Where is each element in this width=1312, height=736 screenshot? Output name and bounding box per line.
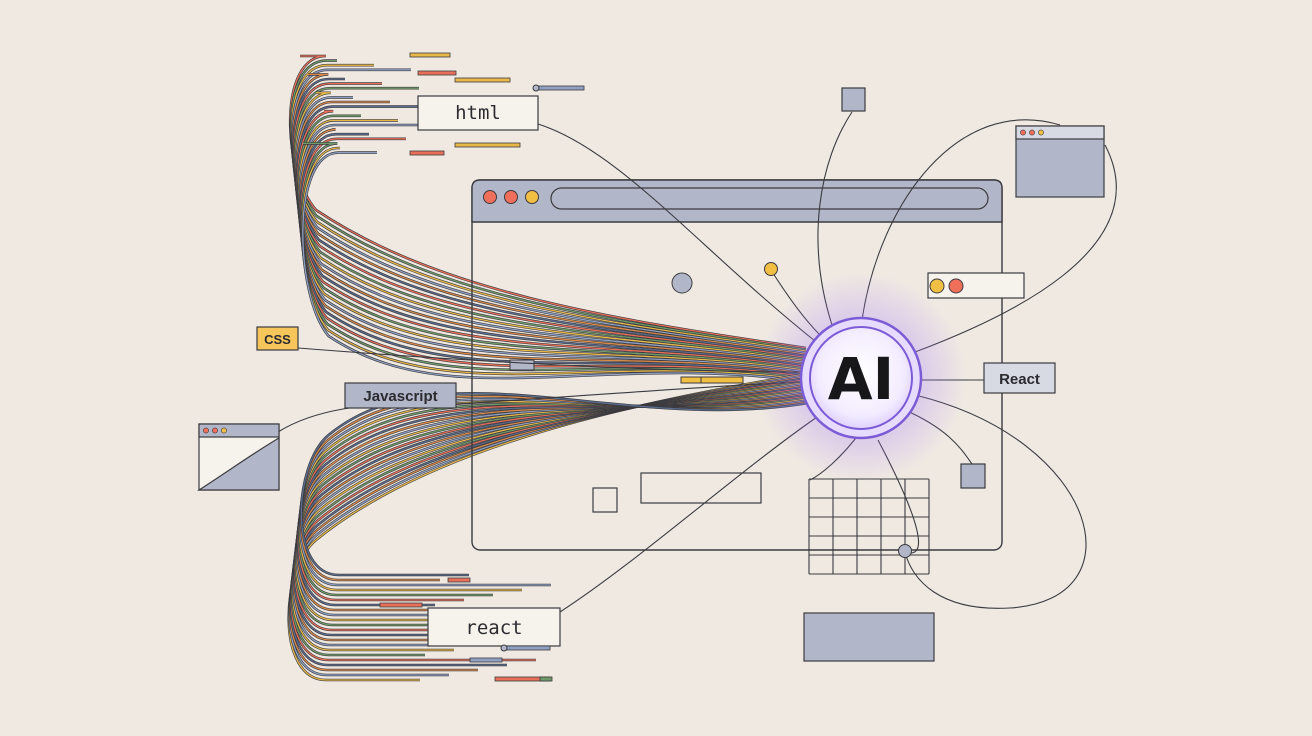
minimize-dot-icon: [504, 190, 518, 204]
strand-end-tick: [504, 645, 551, 651]
strand-end-tick: [454, 77, 511, 83]
strand-end-tick: [469, 657, 503, 663]
placeholder-circle: [671, 272, 693, 294]
strand-line: [296, 110, 807, 368]
placeholder-bar: [640, 472, 762, 504]
strand-line: [291, 69, 807, 354]
strand-end-knob: [500, 644, 508, 652]
yellow-slider: [680, 376, 744, 384]
strand-line: [291, 73, 807, 356]
strand-line: [300, 392, 807, 576]
bottom-panel: [803, 612, 935, 662]
strand-line: [300, 138, 807, 378]
address-bar: [550, 187, 989, 210]
placeholder-square: [592, 487, 618, 513]
react-label: React: [999, 371, 1040, 388]
top-square: [841, 87, 866, 112]
browser-window-icon: [1015, 125, 1105, 198]
strand-line: [299, 128, 807, 375]
react-code-label-box: react: [427, 607, 561, 647]
strand-end-tick: [539, 676, 553, 682]
strand-line: [290, 64, 807, 352]
strand-line: [298, 124, 807, 373]
strand-line: [299, 133, 807, 376]
strand-line: [302, 151, 807, 383]
strand-line: [296, 105, 807, 367]
strand-end-tick: [454, 142, 521, 148]
bottom-strand-bundle: [287, 372, 807, 682]
strand-line: [293, 87, 807, 360]
react-code-label: react: [465, 617, 522, 639]
strand-line: [290, 59, 807, 351]
small-chip: [509, 359, 535, 371]
strand-end-knob: [532, 84, 540, 92]
grid-table-icon: [808, 478, 930, 575]
strand-line: [294, 92, 807, 362]
strand-line: [289, 55, 807, 349]
strand-end-tick: [417, 70, 457, 76]
strand-line: [295, 101, 807, 365]
strand-line: [295, 96, 807, 364]
right-square: [960, 463, 986, 489]
traffic-light-dots: [927, 272, 1025, 299]
close-dot-icon: [483, 190, 497, 204]
yellow-node: [764, 262, 778, 276]
css-label: CSS: [264, 332, 291, 347]
grid-node: [898, 544, 912, 558]
main-browser-window: [471, 179, 1003, 551]
html-label: html: [455, 102, 501, 124]
strand-line: [298, 119, 807, 372]
strand-end-tick: [409, 150, 445, 156]
mini-browser-chart: [196, 423, 280, 491]
strand-line: [292, 78, 807, 357]
javascript-label: Javascript: [363, 388, 437, 405]
javascript-label-box: Javascript: [344, 382, 457, 409]
strand-end-tick: [535, 85, 585, 91]
strand-end-tick: [379, 602, 423, 608]
strand-end-tick: [447, 577, 471, 583]
css-label-box: CSS: [256, 326, 299, 351]
strand-outline: [297, 119, 807, 372]
strand-line: [293, 82, 807, 359]
strand-end-ticks: [379, 52, 585, 682]
html-label-box: html: [417, 95, 539, 131]
ai-hub-label: AI: [828, 345, 894, 413]
strand-line: [301, 147, 807, 381]
strand-end-tick: [409, 52, 451, 58]
maximize-dot-icon: [525, 190, 539, 204]
strand-line: [297, 115, 807, 370]
react-label-box: React: [983, 362, 1056, 394]
ai-hub-node: AI: [756, 273, 966, 483]
